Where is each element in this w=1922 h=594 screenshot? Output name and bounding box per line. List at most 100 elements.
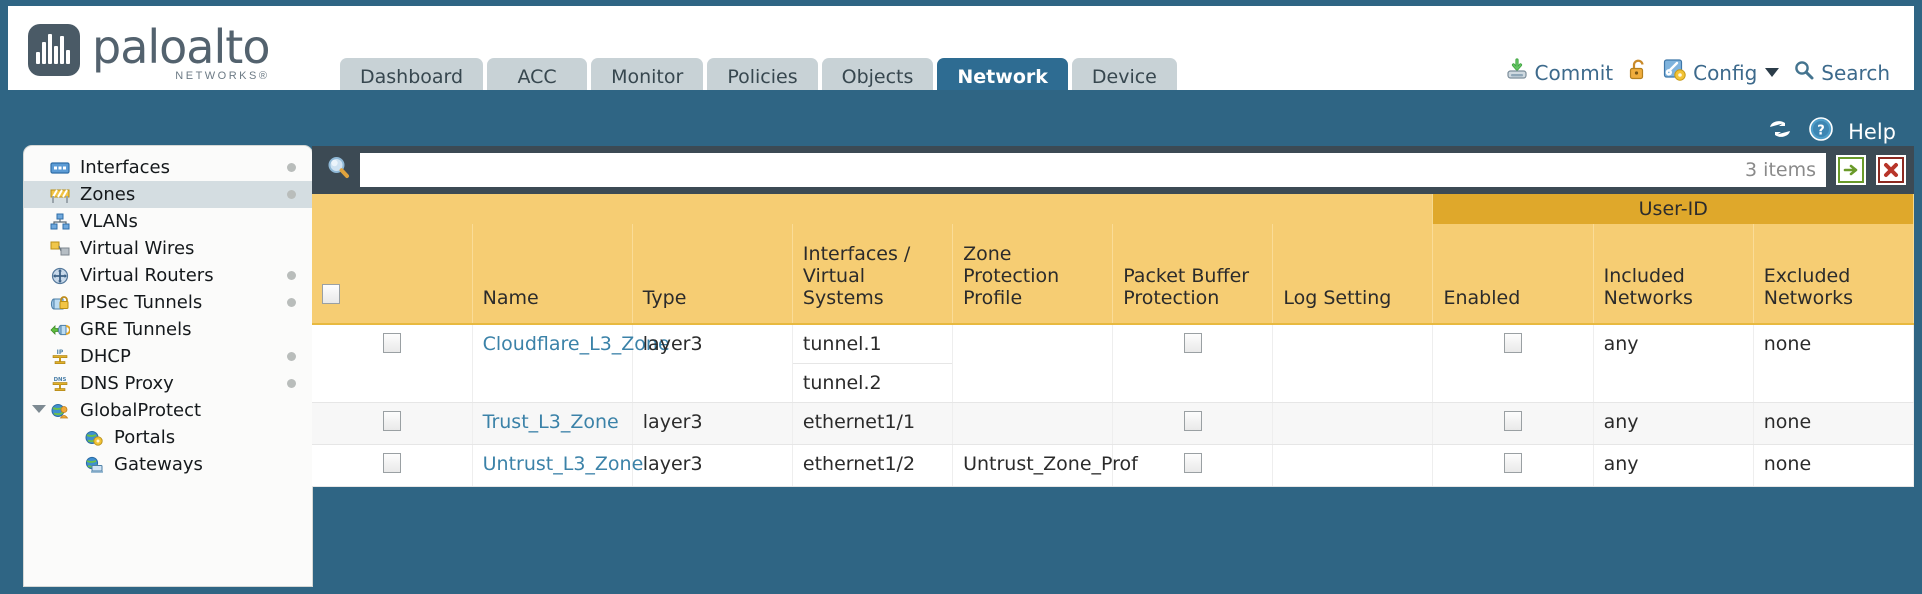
tab-objects[interactable]: Objects bbox=[821, 58, 934, 96]
zone-name-link[interactable]: Trust_L3_Zone bbox=[482, 411, 619, 433]
main-content: 3 items User-ID bbox=[312, 146, 1915, 594]
paloalto-logo-icon bbox=[28, 24, 80, 76]
packet-buffer-checkbox[interactable] bbox=[1183, 411, 1202, 431]
zone-name-link[interactable]: Untrust_L3_Zone bbox=[482, 453, 644, 475]
cell-interfaces: ethernet1/1 bbox=[792, 402, 954, 445]
cell-excluded-networks: none bbox=[1753, 444, 1915, 487]
sidebar-item-portals[interactable]: Portals bbox=[24, 424, 312, 451]
sidebar-item-ipsec-tunnels[interactable]: IPSec Tunnels bbox=[24, 289, 312, 316]
sidebar-item-zones[interactable]: Zones bbox=[24, 181, 312, 208]
packet-buffer-checkbox[interactable] bbox=[1183, 333, 1202, 353]
userid-enabled-checkbox[interactable] bbox=[1504, 333, 1523, 353]
zone-name-link[interactable]: Cloudflare_L3_Zone bbox=[482, 333, 670, 355]
search-button[interactable]: Search bbox=[1793, 59, 1890, 86]
apply-filter-button[interactable] bbox=[1836, 155, 1866, 185]
header-actions: Commit Config bbox=[1505, 58, 1890, 87]
config-wrench-icon bbox=[1663, 58, 1687, 87]
sidebar-item-interfaces[interactable]: Interfaces bbox=[24, 154, 312, 181]
ipsec-tunnels-icon bbox=[50, 294, 72, 312]
virtual-wires-icon bbox=[50, 240, 72, 258]
column-header-log-setting[interactable]: Log Setting bbox=[1272, 224, 1434, 325]
userid-enabled-checkbox[interactable] bbox=[1504, 411, 1523, 431]
search-label: Search bbox=[1821, 60, 1890, 85]
clear-filter-button[interactable] bbox=[1876, 155, 1906, 185]
select-all-checkbox[interactable] bbox=[322, 284, 340, 304]
chevron-down-icon[interactable] bbox=[32, 405, 46, 413]
group-header-spacer bbox=[312, 194, 1434, 224]
help-label[interactable]: Help bbox=[1848, 119, 1896, 144]
tab-policies[interactable]: Policies bbox=[707, 58, 818, 96]
sidebar-item-label: VLANs bbox=[80, 211, 138, 232]
userid-enabled-checkbox[interactable] bbox=[1504, 453, 1523, 473]
table-group-header-row: User-ID bbox=[312, 194, 1914, 224]
sidebar-item-status-dot bbox=[287, 352, 296, 361]
sidebar-item-vlans[interactable]: VLANs bbox=[24, 208, 312, 235]
commit-button[interactable]: Commit bbox=[1505, 58, 1613, 87]
sidebar-item-label: Interfaces bbox=[80, 157, 170, 178]
config-menu[interactable]: Config bbox=[1663, 58, 1780, 87]
cell-userid-enabled bbox=[1432, 444, 1594, 487]
sidebar-item-label: Gateways bbox=[114, 454, 203, 475]
dhcp-icon: IP bbox=[50, 348, 72, 366]
column-header-included-networks[interactable]: Included Networks bbox=[1593, 224, 1754, 325]
row-select-cell bbox=[312, 324, 473, 403]
cell-interfaces: ethernet1/2 bbox=[792, 444, 954, 487]
sidebar-item-virtual-routers[interactable]: Virtual Routers bbox=[24, 262, 312, 289]
tab-monitor[interactable]: Monitor bbox=[591, 58, 704, 96]
cell-packet-buffer-protection bbox=[1112, 402, 1274, 445]
brand-logo[interactable]: paloalto NETWORKS® bbox=[28, 24, 270, 82]
help-question-icon[interactable]: ? bbox=[1808, 116, 1834, 147]
sidebar-item-gre-tunnels[interactable]: GRE Tunnels bbox=[24, 316, 312, 343]
column-header-excluded-networks[interactable]: Excluded Networks bbox=[1753, 224, 1915, 325]
gateways-icon bbox=[84, 456, 106, 474]
sidebar-item-globalprotect[interactable]: GlobalProtect bbox=[24, 397, 312, 424]
sidebar-item-virtual-wires[interactable]: Virtual Wires bbox=[24, 235, 312, 262]
config-label: Config bbox=[1693, 60, 1758, 85]
interface-entry: tunnel.1 bbox=[792, 325, 953, 364]
cell-log-setting bbox=[1272, 402, 1434, 445]
cell-zone-protection-profile bbox=[952, 324, 1114, 403]
cell-name: Untrust_L3_Zone bbox=[472, 444, 643, 487]
padlock-unlock-icon[interactable] bbox=[1627, 58, 1649, 87]
cell-packet-buffer-protection bbox=[1112, 444, 1274, 487]
svg-text:?: ? bbox=[1817, 124, 1825, 139]
tab-dashboard[interactable]: Dashboard bbox=[340, 58, 484, 96]
cell-userid-enabled bbox=[1432, 402, 1594, 445]
tab-network[interactable]: Network bbox=[937, 58, 1068, 96]
row-checkbox[interactable] bbox=[382, 333, 401, 353]
row-checkbox[interactable] bbox=[382, 411, 401, 431]
cell-excluded-networks: none bbox=[1753, 402, 1915, 445]
column-header-enabled[interactable]: Enabled bbox=[1432, 224, 1594, 325]
cell-name: Trust_L3_Zone bbox=[472, 402, 633, 445]
refresh-icon[interactable] bbox=[1766, 116, 1794, 147]
column-header-type[interactable]: Type bbox=[632, 224, 793, 325]
column-header-interfaces-virtual-systems[interactable]: Interfaces / Virtual Systems bbox=[792, 224, 954, 325]
column-header-zone-protection-profile[interactable]: Zone Protection Profile bbox=[952, 224, 1114, 325]
strip-actions: ? Help bbox=[1766, 116, 1896, 147]
cell-excluded-networks: none bbox=[1753, 324, 1915, 403]
search-input[interactable]: 3 items bbox=[360, 153, 1826, 187]
cell-included-networks: any bbox=[1593, 402, 1754, 445]
column-header-name[interactable]: Name bbox=[472, 224, 633, 325]
column-header-packet-buffer-protection[interactable]: Packet Buffer Protection bbox=[1112, 224, 1274, 325]
sidebar-item-status-dot bbox=[287, 163, 296, 172]
packet-buffer-checkbox[interactable] bbox=[1183, 453, 1202, 473]
sidebar-item-status-dot bbox=[287, 271, 296, 280]
search-magnifier-icon[interactable] bbox=[324, 153, 354, 188]
tab-device[interactable]: Device bbox=[1071, 58, 1177, 96]
row-checkbox[interactable] bbox=[382, 453, 401, 473]
portals-icon bbox=[84, 429, 106, 447]
sidebar-item-gateways[interactable]: Gateways bbox=[24, 451, 312, 478]
tab-acc[interactable]: ACC bbox=[487, 58, 588, 96]
row-select-cell bbox=[312, 402, 473, 445]
